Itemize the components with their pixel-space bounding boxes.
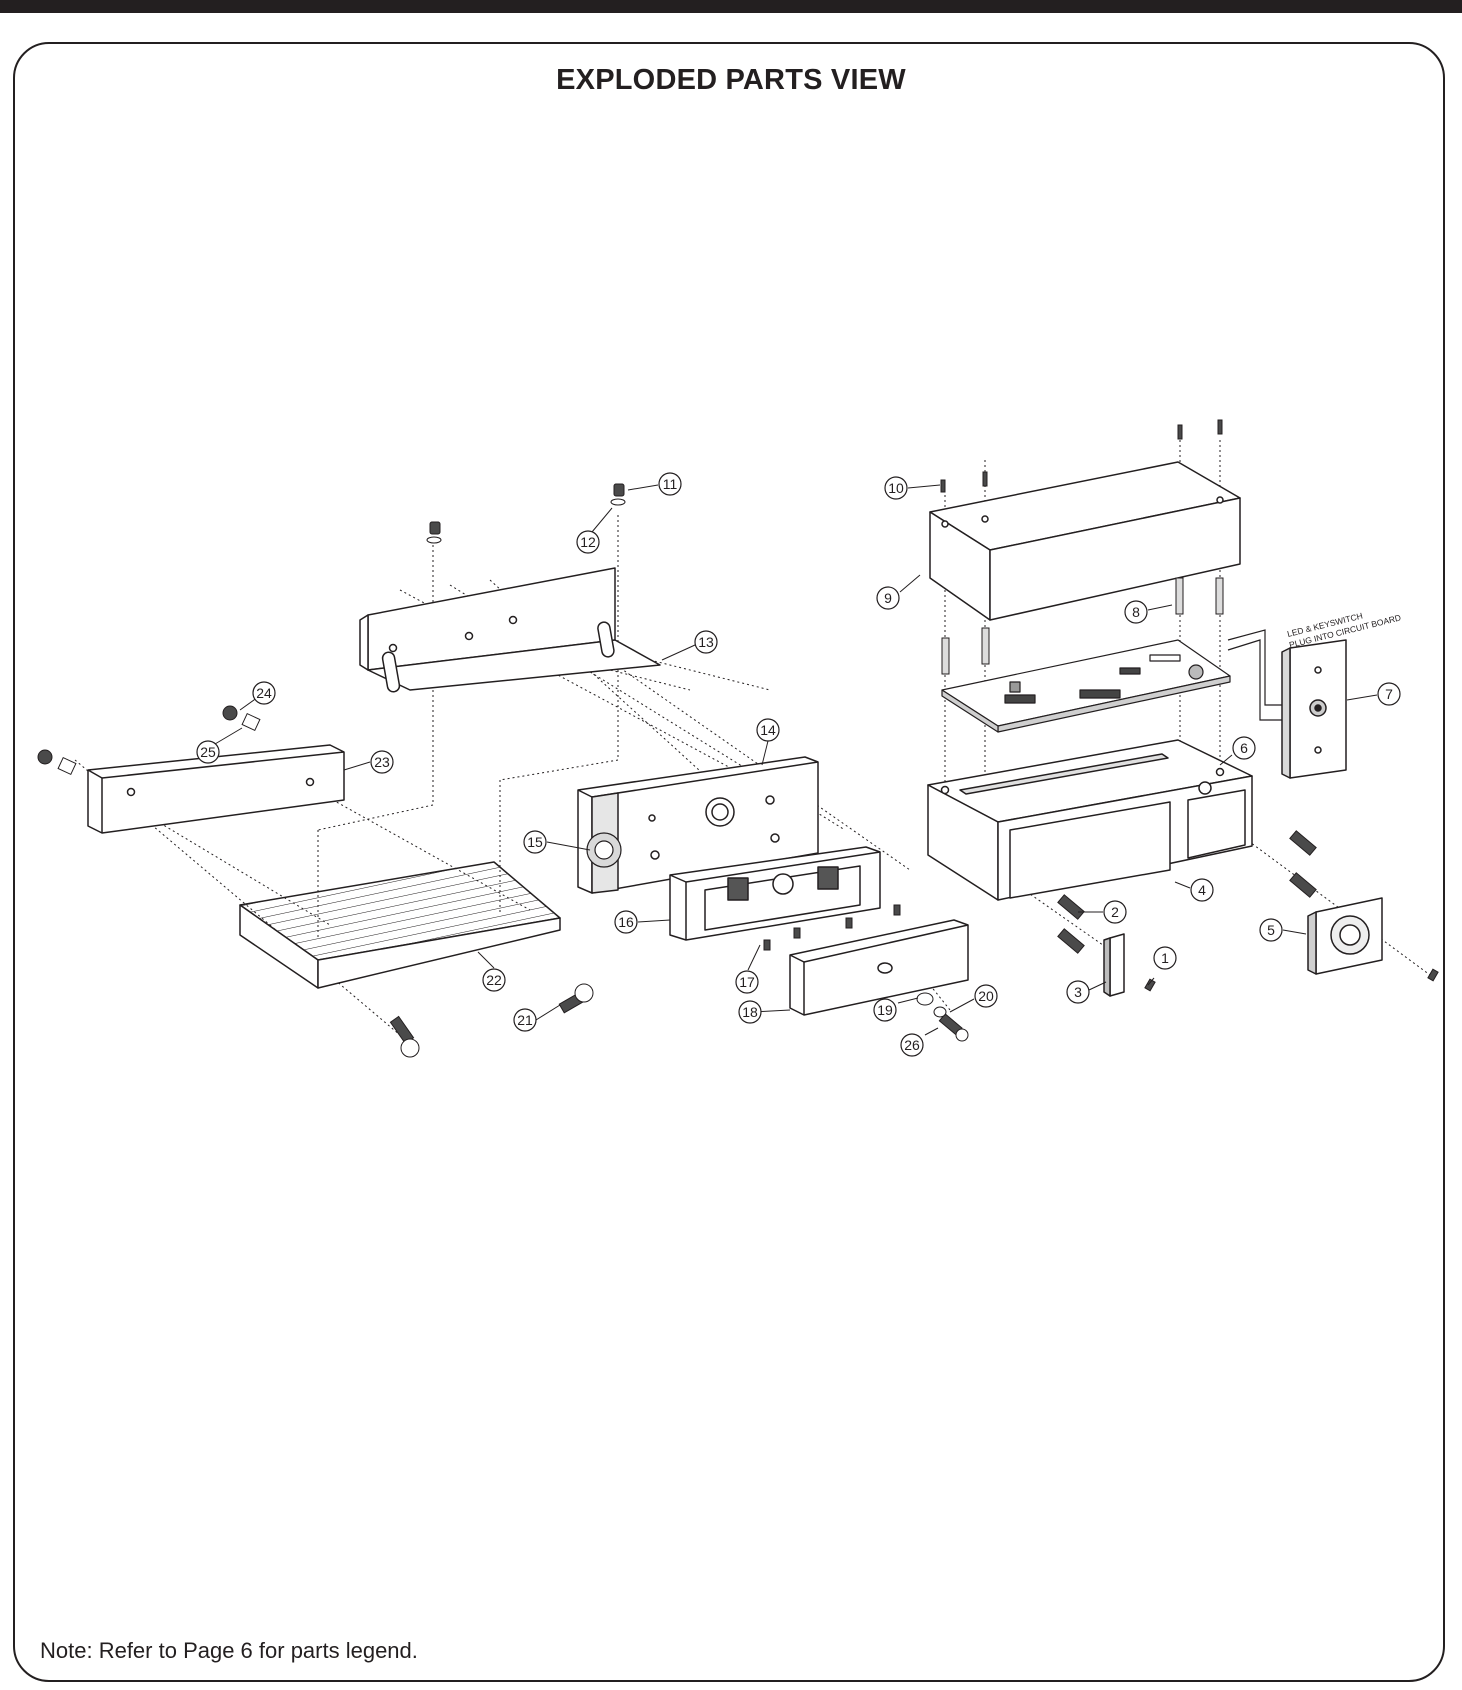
plate-part-18 bbox=[789, 919, 969, 1016]
bracket-part-13 bbox=[359, 567, 661, 693]
callout-23: 23 bbox=[374, 754, 390, 770]
screws bbox=[37, 419, 1439, 1058]
callout-16: 16 bbox=[618, 914, 634, 930]
page-title: EXPLODED PARTS VIEW bbox=[556, 64, 906, 96]
callout-18: 18 bbox=[742, 1004, 758, 1020]
callout-2: 2 bbox=[1111, 904, 1119, 920]
keyswitch-plate-part-7 bbox=[1281, 639, 1347, 779]
frame-part-16 bbox=[669, 846, 881, 941]
callout-17: 17 bbox=[739, 974, 755, 990]
callout-22: 22 bbox=[486, 972, 502, 988]
circuit-board bbox=[941, 639, 1231, 733]
page-frame bbox=[13, 42, 1445, 1682]
callout-bubbles bbox=[196, 472, 1401, 1057]
callout-21: 21 bbox=[517, 1012, 533, 1028]
callout-1: 1 bbox=[1161, 950, 1169, 966]
knob-part-15 bbox=[586, 832, 622, 868]
header-rule bbox=[0, 0, 1462, 13]
callout-19: 19 bbox=[877, 1002, 893, 1018]
parts-legend-note: Note: Refer to Page 6 for parts legend. bbox=[40, 1638, 418, 1663]
plate-part-5 bbox=[1307, 897, 1383, 975]
leader-lines bbox=[214, 484, 1378, 1036]
callout-5: 5 bbox=[1267, 922, 1275, 938]
plate-part-23 bbox=[87, 744, 345, 834]
callout-numbers: 1 2 3 4 5 6 7 8 9 10 11 12 13 14 15 16 1… bbox=[200, 476, 1393, 1053]
callout-15: 15 bbox=[527, 834, 543, 850]
callout-24: 24 bbox=[256, 685, 272, 701]
callout-26: 26 bbox=[904, 1037, 920, 1053]
ribbed-base-part-22 bbox=[239, 861, 561, 989]
callout-7: 7 bbox=[1385, 686, 1393, 702]
callout-13: 13 bbox=[698, 634, 714, 650]
callout-14: 14 bbox=[760, 722, 776, 738]
wire-leads bbox=[1227, 629, 1282, 721]
callout-4: 4 bbox=[1198, 882, 1206, 898]
cover-part-9 bbox=[929, 461, 1241, 621]
callout-3: 3 bbox=[1074, 984, 1082, 1000]
plate-part-3 bbox=[1103, 933, 1125, 997]
callout-12: 12 bbox=[580, 534, 596, 550]
callout-11: 11 bbox=[663, 476, 678, 492]
callout-10: 10 bbox=[888, 480, 904, 496]
housing-part-4 bbox=[927, 739, 1253, 901]
callout-25: 25 bbox=[200, 744, 216, 760]
housing-part-14 bbox=[577, 756, 819, 894]
callout-8: 8 bbox=[1132, 604, 1140, 620]
callout-9: 9 bbox=[884, 590, 892, 606]
callout-20: 20 bbox=[978, 988, 994, 1004]
callout-6: 6 bbox=[1240, 740, 1248, 756]
